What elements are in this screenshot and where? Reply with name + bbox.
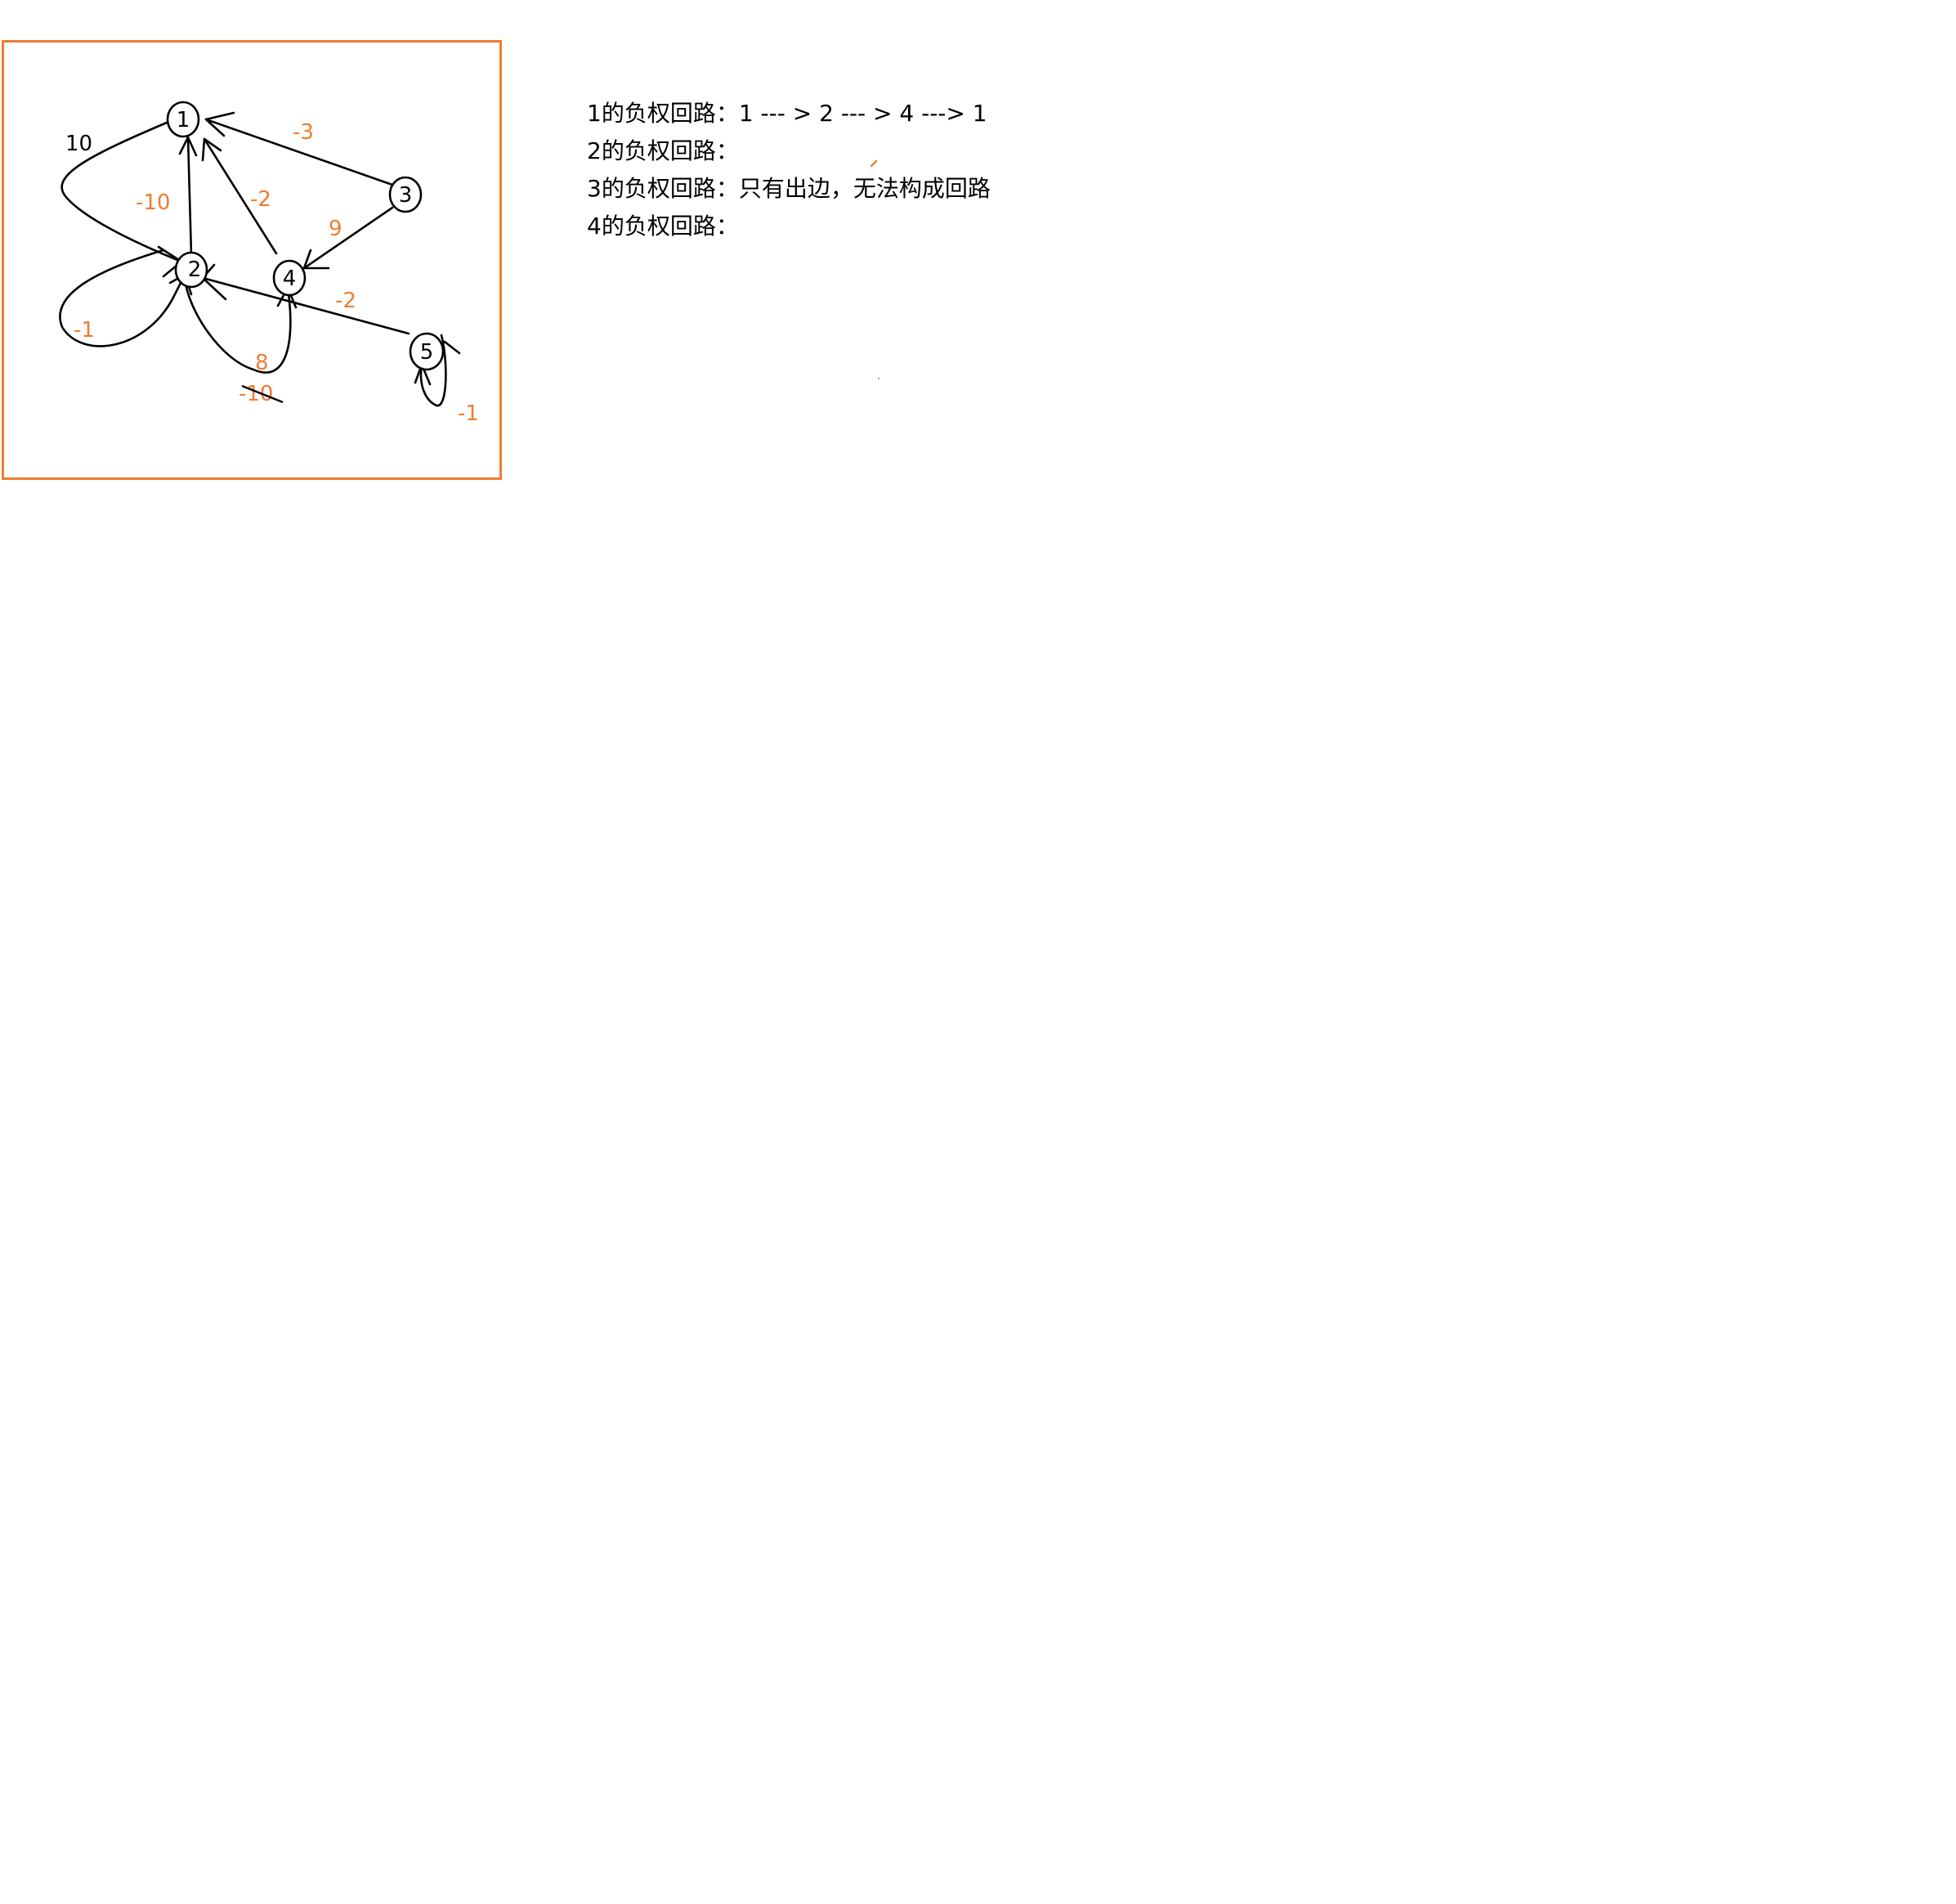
- edge-4-to-1: [203, 137, 278, 255]
- orange-stray-mark: [870, 159, 878, 168]
- node-1-label: 1: [177, 108, 190, 132]
- arrowhead-edge-4-to-1: [201, 137, 222, 162]
- node-5-label: 5: [420, 340, 434, 365]
- edge-5-to-2: [201, 276, 410, 335]
- note-line-1: 1的负权回路：1 --- > 2 --- > 4 ---> 1: [587, 100, 987, 127]
- node-1-circle: [166, 101, 200, 138]
- note-line-2: 2的负权回路：: [587, 137, 739, 164]
- node-2-label: 2: [188, 258, 202, 282]
- weight-edge-3-to-1: -3: [293, 120, 314, 145]
- edge-3-to-4: [302, 206, 394, 270]
- weight-edge-3-to-4: 9: [329, 217, 342, 241]
- weight-edge-2-to-1: -10: [136, 190, 170, 215]
- graph-diagram: 1 2 3 4 5 10 -10 -3 -2 9 -1 8 -10 -2 -1: [59, 101, 479, 426]
- edge-3-to-1: [204, 118, 394, 186]
- negative-cycle-notes: 1的负权回路：1 --- > 2 --- > 4 ---> 1 2的负权回路： …: [587, 95, 991, 245]
- node-3-circle: [388, 176, 423, 213]
- edge-1-to-2: [60, 121, 183, 263]
- edge-2-self-loop: [59, 249, 186, 347]
- arrowhead-edge-3-to-4: [302, 249, 330, 270]
- diagram-frame: [2, 40, 502, 480]
- arrowhead-edge-2-to-1: [178, 136, 198, 157]
- weight-edge-4-to-2: 8: [255, 351, 269, 375]
- arrowhead-edge-3-to-1: [204, 111, 235, 137]
- node-2-circle: [174, 251, 208, 289]
- node-4-circle: [272, 259, 307, 297]
- note-line-3: 3的负权回路：只有出边，无法构成回路: [587, 175, 991, 202]
- weight-edge-5-to-2: -2: [335, 289, 356, 313]
- weight-edge-2-self-loop: -1: [74, 318, 95, 343]
- strike-line: [241, 384, 284, 404]
- weight-edge-5-self-loop: -1: [458, 401, 479, 426]
- edge-5-self-loop: [419, 334, 447, 407]
- node-4-label: 4: [283, 267, 297, 291]
- gray-dot-mark: [878, 378, 880, 379]
- edge-4-to-2: [183, 276, 292, 374]
- node-3-label: 3: [399, 183, 413, 208]
- note-line-4: 4的负权回路：: [587, 213, 739, 240]
- weight-edge-4-to-1: -2: [250, 187, 271, 212]
- node-5-circle: [409, 332, 445, 371]
- weight-edge-4-to-2-struck: -10: [239, 382, 273, 406]
- edge-2-to-1: [186, 136, 193, 257]
- weight-edge-1-to-2: 10: [65, 132, 92, 156]
